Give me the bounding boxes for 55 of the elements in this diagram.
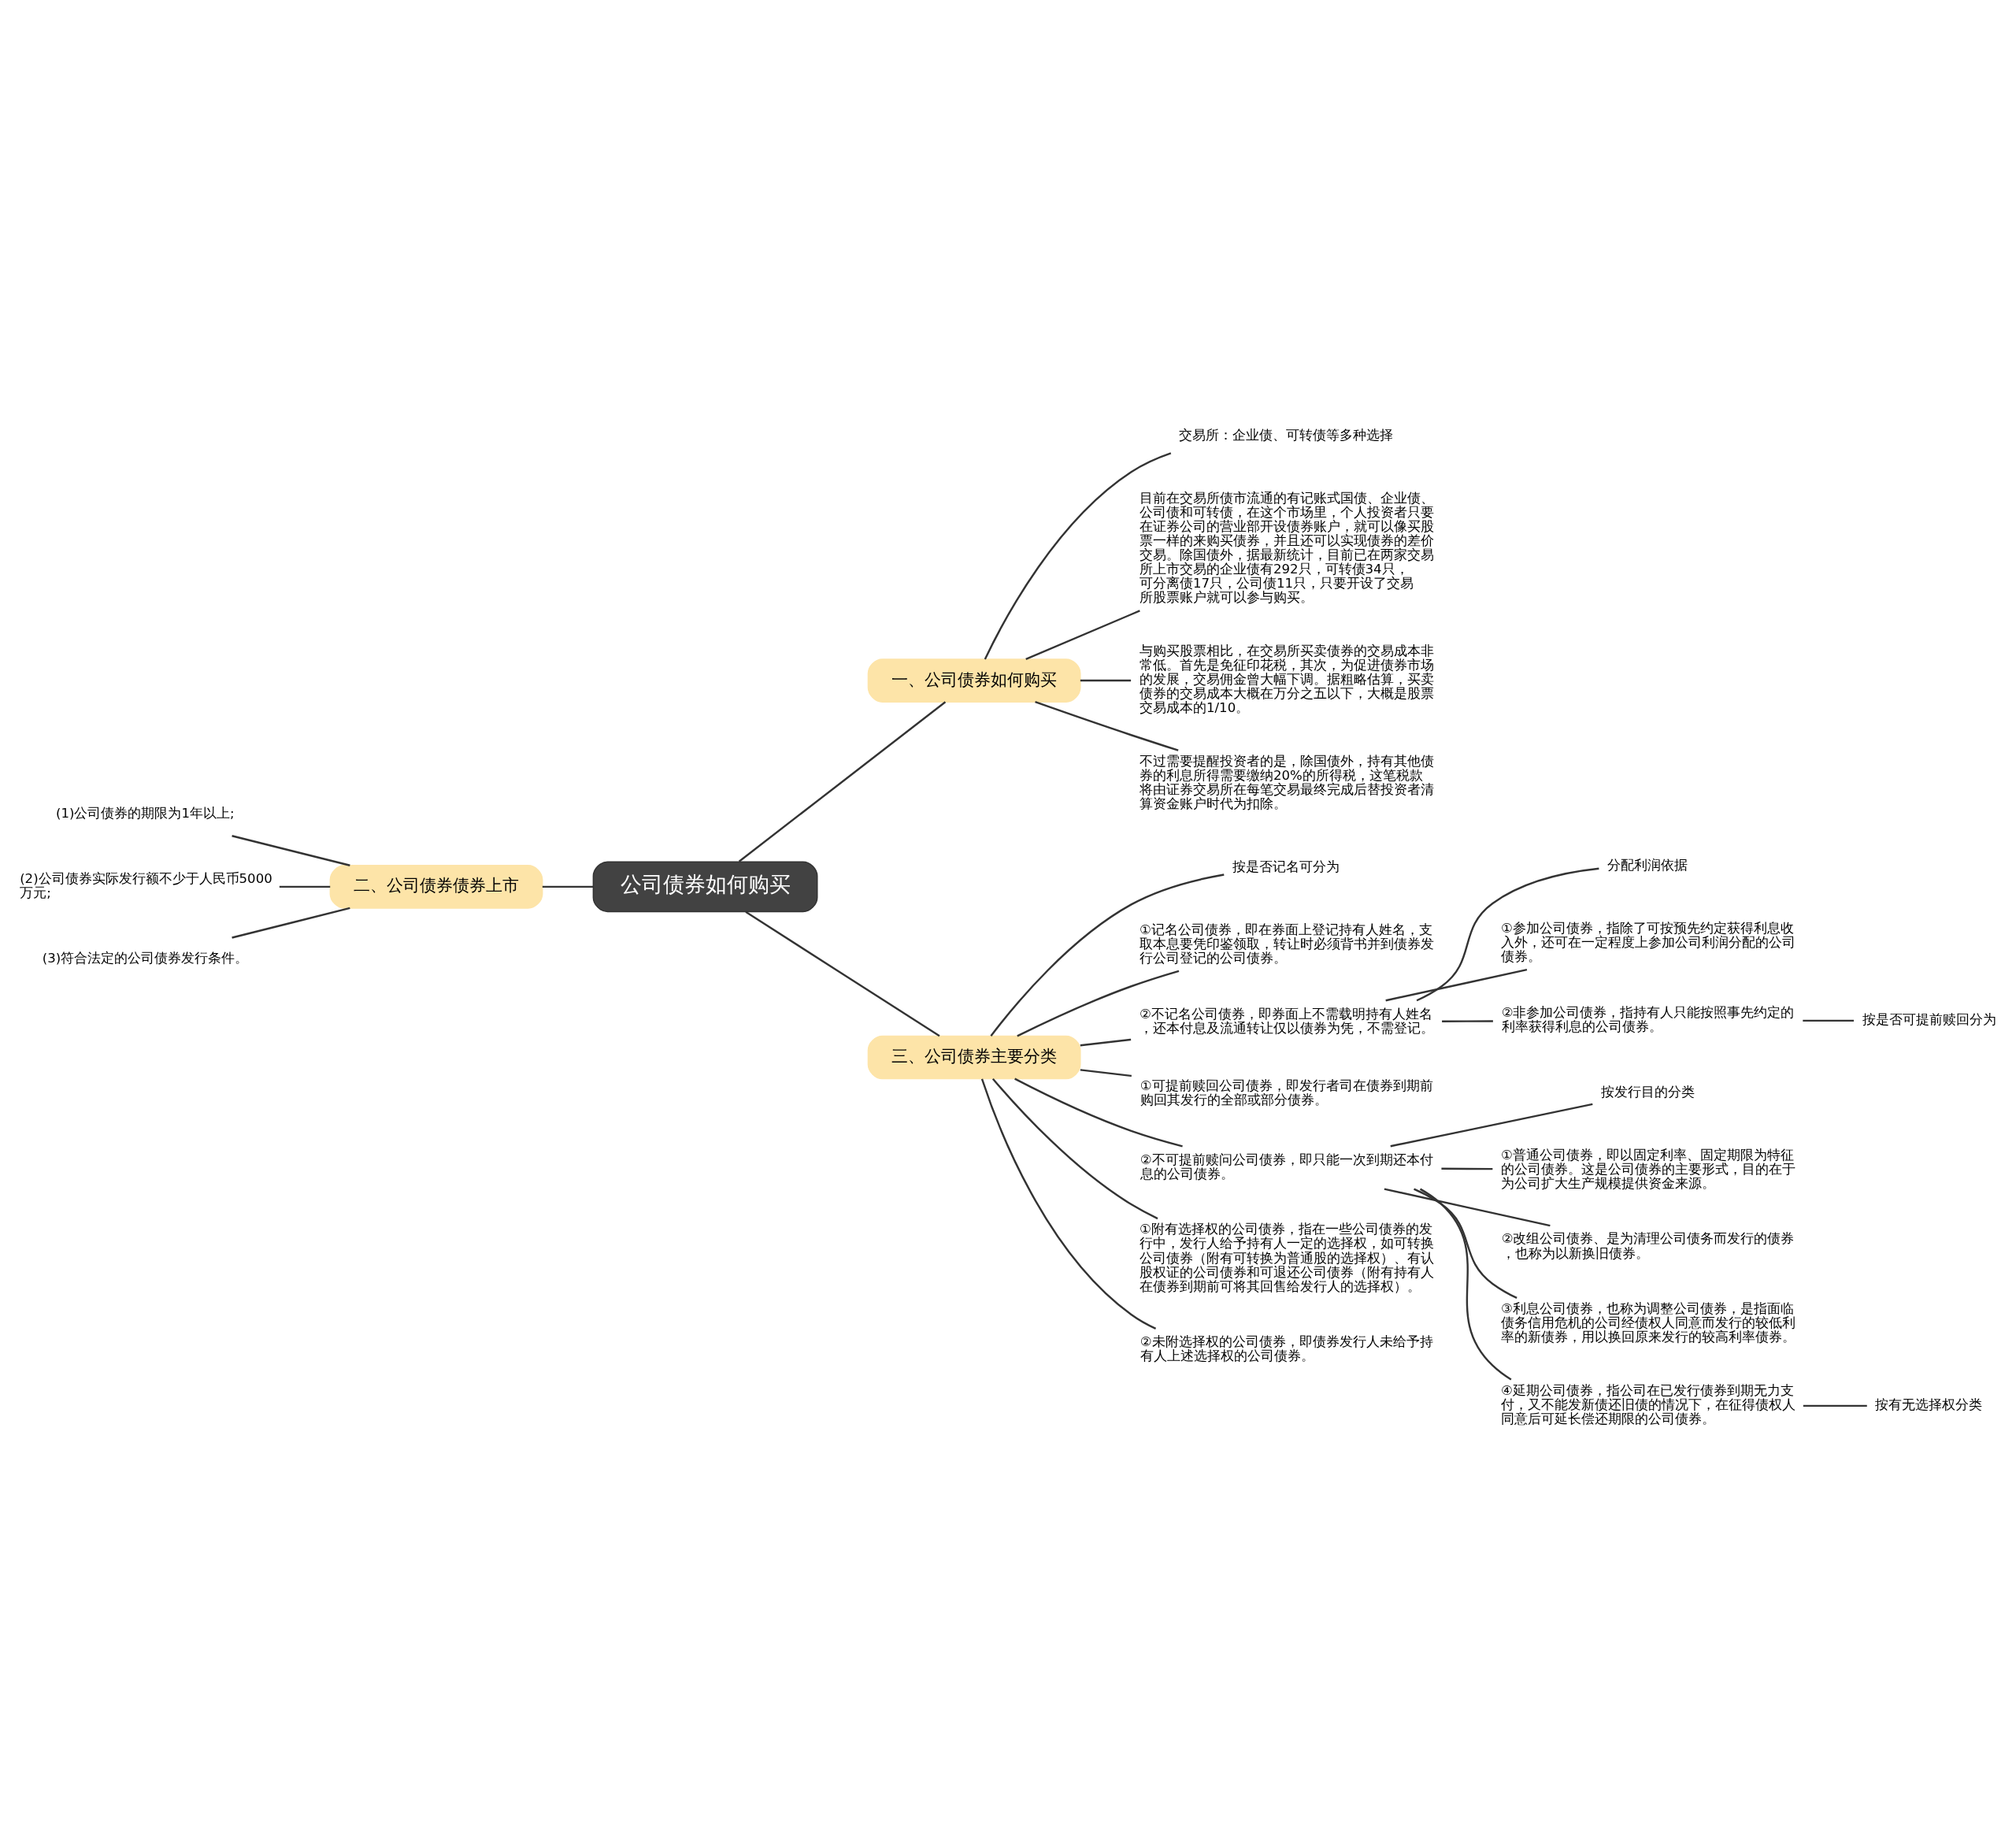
- node-text: 分配利润依据: [1607, 858, 1688, 873]
- connector: [232, 835, 350, 866]
- connector: [1416, 867, 1599, 1002]
- node-text: 按是否可提前赎回分为: [1862, 1012, 1996, 1028]
- node-text: (2)公司债券实际发行额不少于人民币5000万元;: [20, 871, 272, 901]
- node-text: ①记名公司债券，即在券面上登记持有人姓名，支取本息要凭印鉴领取，转让时必须背书并到债券发行公司登记的公司债券。: [1140, 922, 1435, 966]
- node-text: 交易所：企业债、可转债等多种选择: [1179, 428, 1394, 443]
- node-text: ②改组公司债券、是为清理公司债务而发行的债券，也称为以新换旧债券。: [1501, 1231, 1795, 1261]
- node-text: 按是否记名可分为: [1232, 859, 1340, 874]
- connector: [1385, 969, 1528, 1002]
- connector: [1080, 1038, 1132, 1047]
- connector: [1017, 970, 1180, 1037]
- connector: [980, 1078, 1157, 1330]
- node-text: ①可提前赎回公司债券，即发行者司在债券到期前购回其发行的全部或部分债券。: [1140, 1078, 1433, 1108]
- connector: [1080, 679, 1132, 682]
- connector: [984, 452, 1172, 660]
- node-text: 按发行目的分类: [1601, 1084, 1695, 1100]
- node-text: 目前在交易所债市流通的有记账式国债、企业债、公司债和可转债，在这个市场里，个人投资者只要在证券公司的营业部开设债券账户，就可以像买股票一样的来购买债券，并且还可以实现债券的差价交易。除国债外，据最新统计，目前已在两家交易所上市交易的企业债有292只，可转债34只，可分离债17只，公司债11只，只要开设了交易所股票账户就可以参与购买。: [1140, 491, 1435, 606]
- connector: [1014, 1077, 1183, 1148]
- connector: [738, 701, 947, 862]
- node-box: 公司债券如何购买: [592, 861, 818, 913]
- connector: [1035, 701, 1179, 751]
- connector: [1414, 1188, 1518, 1300]
- node-text: ②不可提前赎问公司债券，即只能一次到期还本付息的公司债券。: [1140, 1152, 1433, 1181]
- node-text: ①普通公司债券，即以固定利率、固定期限为特征的公司债券。这是公司债券的主要形式，目的在于为公司扩大生产规模提供资金来源。: [1500, 1147, 1796, 1191]
- node-text: (3)符合法定的公司债券发行条件。: [42, 950, 249, 966]
- connector: [1390, 1103, 1593, 1148]
- connector: [542, 885, 594, 888]
- node-box: 二、公司债券债券上市: [329, 865, 543, 909]
- connector: [1441, 1167, 1493, 1170]
- node-text: ①参加公司债券，指除了可按预先约定获得利息收入外，还可在一定程度上参加公司利润分配的公司债券。: [1500, 921, 1796, 965]
- node-text: ②非参加公司债券，指持有人只能按照事先约定的利率获得利息的公司债券。: [1501, 1005, 1795, 1035]
- node-text: 按有无选择权分类: [1875, 1397, 1983, 1413]
- node-text: 与购买股票相比，在交易所买卖债券的交易成本非常低。首先是免征印花税，其次，为促进债券市场的发展，交易佣金曾大幅下调。据粗略估算，买卖债券的交易成本大概在万分之五以下，大概是股票交易成本的1/10。: [1140, 643, 1435, 716]
- connector: [1080, 1069, 1132, 1077]
- connector: [745, 911, 940, 1037]
- node-text: ①附有选择权的公司债券，指在一些公司债券的发行中，发行人给予持有人一定的选择权，如可转换公司债券（附有可转换为普通股的选择权）、有认股权证的公司债券和可退还公司债券（附有持有人在债券到期前可将其回售给发行人的选择权）。: [1140, 1222, 1435, 1294]
- node-text: 不过需要提醒投资者的是，除国债外，持有其他债券的利息所得需要缴纳20%的所得税，这笔税款将由证券交易所在每笔交易最终完成后替投资者清算资金账户时代为扣除。: [1140, 754, 1435, 812]
- connector: [1025, 610, 1140, 660]
- connector: [991, 1077, 1158, 1220]
- connector: [232, 907, 350, 939]
- connector: [279, 885, 331, 888]
- node-text: ④延期公司债券，指公司在已发行债券到期无力支付，又不能发新债还旧债的情况下，在征得债权人同意后可延长偿还期限的公司债券。: [1500, 1383, 1796, 1427]
- connector: [1442, 1020, 1493, 1022]
- connector: [990, 873, 1225, 1037]
- connector: [1419, 1188, 1512, 1381]
- node-box: 一、公司债券如何购买: [867, 658, 1081, 703]
- connector: [1384, 1188, 1551, 1227]
- node-box: 三、公司债券主要分类: [867, 1035, 1081, 1080]
- connector: [1803, 1404, 1867, 1408]
- node-text: ②不记名公司债券，即券面上不需载明持有人姓名，还本付息及流通转让仅以债券为凭，不需登记。: [1140, 1006, 1435, 1036]
- node-text: (1)公司债券的期限为1年以上;: [56, 806, 235, 822]
- connector: [1803, 1019, 1855, 1022]
- node-text: ③利息公司债券，也称为调整公司债券，是指面临债务信用危机的公司经债权人同意而发行的较低利率的新债券，用以换回原来发行的较高利率债券。: [1500, 1301, 1796, 1345]
- node-text: ②未附选择权的公司债券，即债券发行人未给予持有人上述选择权的公司债券。: [1140, 1334, 1433, 1364]
